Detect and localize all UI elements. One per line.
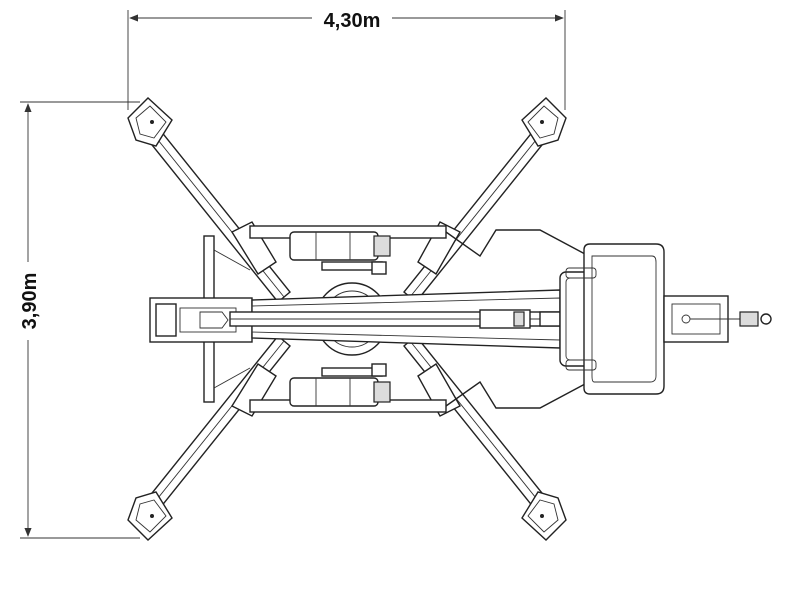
width-label-bg [312,6,392,32]
front-jib [663,295,772,343]
basket-platform [583,243,665,395]
boom [149,289,561,349]
width-label: 4,30m [324,10,381,32]
outrigger-bottom-left [127,335,291,541]
basket [559,243,665,395]
height-dimension: 3,90m [14,101,140,539]
outrigger-bottom-right [403,335,567,541]
hook [760,313,772,325]
outrigger-top-left [127,97,291,303]
track-top [289,231,391,275]
width-dimension: 4,30m [127,6,566,110]
track-bottom [289,363,391,407]
height-label: 3,90m [19,273,41,330]
outrigger-top-right [403,97,567,303]
hook-block [739,311,759,327]
height-label-bg [14,262,42,340]
